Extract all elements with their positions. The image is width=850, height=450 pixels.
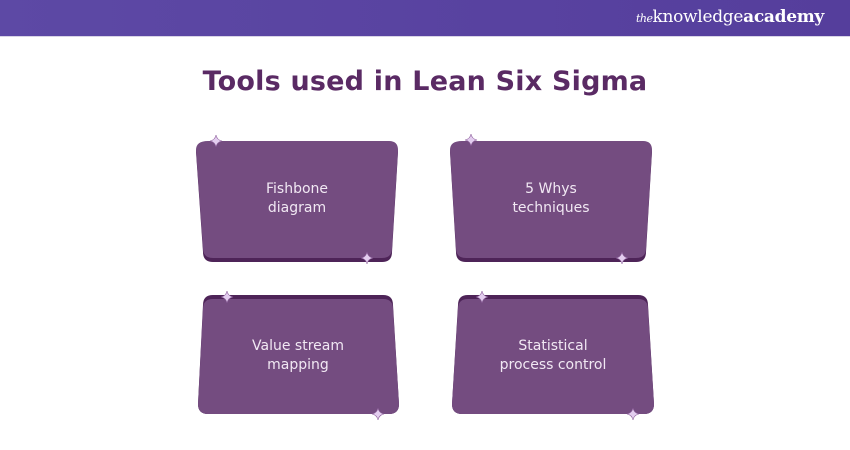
card-body (198, 299, 399, 414)
card-body (452, 299, 654, 414)
card-body (196, 141, 398, 258)
card-value-stream (198, 295, 399, 414)
card-5-whys (450, 141, 652, 262)
card-label-5-whys: 5 Whys techniques (512, 181, 590, 216)
brand-logo[interactable]: the knowledge academy (636, 7, 824, 29)
sparkle-icon (475, 290, 489, 304)
brand-prefix: the (635, 12, 653, 25)
card-spc (452, 295, 654, 414)
sparkle-icon (464, 133, 478, 147)
header-banner: the knowledge academy (0, 0, 850, 36)
sparkle-icon (626, 407, 640, 421)
brand-suffix: academy (743, 7, 824, 27)
brand-main: knowledge (652, 7, 744, 27)
sparkle-icon (371, 407, 385, 421)
header-divider (0, 36, 850, 37)
card-label-value-stream: Value stream mapping (252, 338, 344, 373)
sparkle-icon (220, 290, 234, 304)
card-fishbone (196, 141, 398, 262)
card-label-fishbone: Fishbone diagram (265, 181, 329, 216)
card-body (450, 141, 652, 258)
sparkle-icon (615, 251, 629, 265)
sparkle-icon (360, 251, 374, 265)
page-title: Tools used in Lean Six Sigma (202, 66, 648, 97)
card-label-spc: Statistical process control (499, 338, 607, 373)
sparkle-icon (209, 134, 223, 148)
